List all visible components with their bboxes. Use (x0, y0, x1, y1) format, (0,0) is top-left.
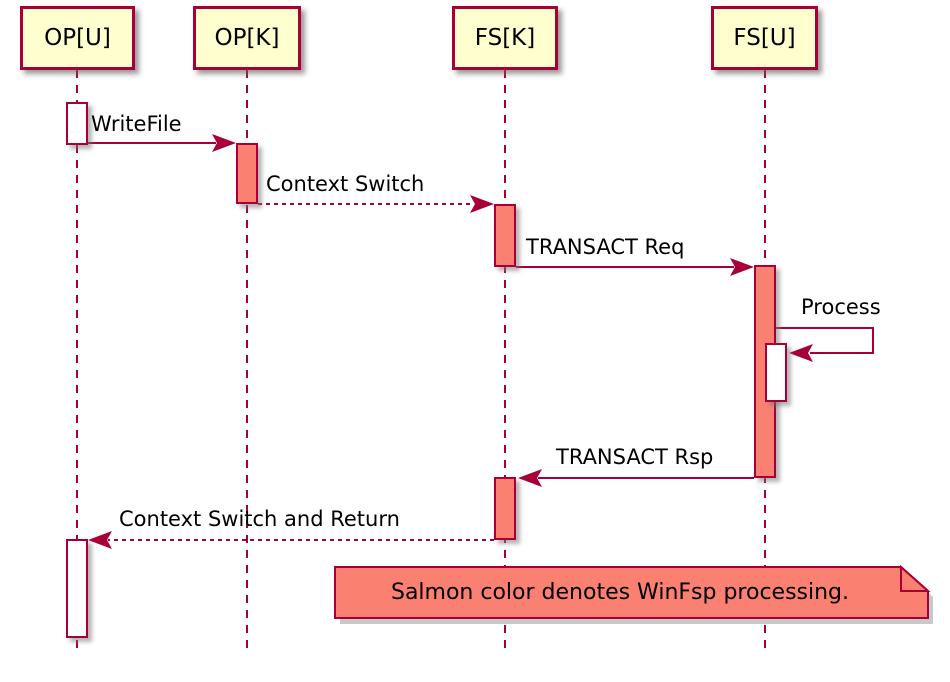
arrow-transact-rsp (518, 469, 754, 487)
message-label-context-switch-return: Context Switch and Return (119, 507, 400, 531)
participant-label: FS[U] (733, 25, 796, 51)
arrow-context-switch (258, 195, 494, 213)
activation-op-u-1 (66, 102, 88, 145)
arrow-transact-req (516, 258, 754, 276)
arrowhead-left-icon (789, 344, 813, 362)
arrowhead-left-icon (88, 531, 112, 549)
note-fold-icon (900, 564, 931, 592)
message-label-context-switch: Context Switch (266, 172, 425, 196)
arrowhead-left-icon (518, 469, 542, 487)
activation-op-k (236, 143, 258, 204)
message-label-transact-req: TRANSACT Req (526, 235, 685, 259)
message-label-write-file: WriteFile (91, 112, 182, 136)
participant-box-op-u: OP[U] (20, 6, 135, 70)
participant-label: OP[K] (214, 25, 280, 51)
arrowhead-right-icon (730, 258, 754, 276)
arrow-context-switch-return (88, 531, 494, 549)
activation-fs-k-1 (494, 204, 516, 267)
arrowhead-right-icon (212, 134, 236, 152)
arrow-write-file (88, 134, 236, 152)
participant-box-fs-k: FS[K] (452, 6, 558, 70)
message-label-transact-rsp: TRANSACT Rsp (556, 445, 714, 469)
participant-label: OP[U] (44, 25, 111, 51)
participant-box-op-k: OP[K] (193, 6, 301, 70)
participant-label: FS[K] (474, 25, 536, 51)
arrowhead-right-icon (470, 195, 494, 213)
participant-box-fs-u: FS[U] (711, 6, 818, 70)
activation-op-u-2 (66, 539, 88, 638)
activation-fs-u-nested (765, 343, 787, 402)
note-shape (334, 564, 933, 624)
activation-fs-k-2 (494, 477, 516, 540)
message-label-process: Process (801, 295, 881, 319)
arrow-process-self (776, 327, 874, 362)
note-text: Salmon color denotes WinFsp processing. (390, 580, 850, 605)
